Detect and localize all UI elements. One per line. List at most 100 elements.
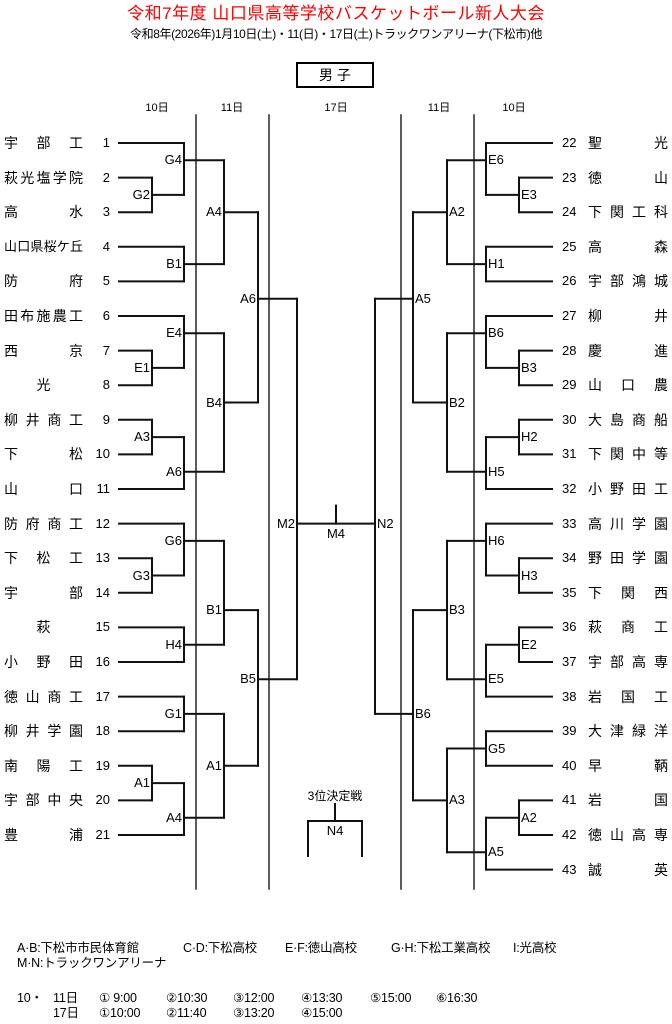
team-name-char: 光: [20, 169, 35, 186]
match-label: B6: [488, 325, 504, 341]
team-name-char: 塩: [36, 169, 51, 186]
team-name-char: 商: [47, 688, 62, 705]
team-name-char: 工: [69, 550, 83, 567]
team-name-char: 口: [17, 238, 31, 254]
schedule-time: ④13:30: [301, 991, 343, 1005]
schedule-time: ③12:00: [233, 991, 275, 1005]
team-name-char: 部: [69, 584, 83, 601]
team-name-char: 浦: [69, 827, 83, 843]
team-name: 徳山: [588, 169, 668, 187]
seed-number: 26: [562, 273, 577, 289]
team-name: 野田学園: [588, 549, 668, 567]
team-name-char: 農: [654, 377, 668, 394]
team-name: 柳井: [588, 307, 668, 325]
team-name-char: 国: [621, 688, 635, 705]
seed-number: 12: [95, 515, 110, 531]
team-name-char: 高: [588, 515, 602, 532]
team-name-char: 山: [25, 688, 40, 705]
team-name-char: 布: [20, 308, 35, 324]
match-label: G2: [132, 186, 150, 202]
match-label: A5: [488, 844, 504, 860]
match-label: E4: [166, 325, 182, 341]
match-label: H2: [521, 429, 538, 445]
team-name-char: 森: [654, 238, 668, 255]
team-name: 山口県桜ケ丘: [4, 238, 83, 256]
match-label: E2: [521, 636, 537, 652]
team-name: 高川学園: [588, 515, 668, 533]
match-label: A3: [134, 429, 150, 445]
team-name: 南陽工: [4, 757, 83, 775]
team-name-char: 鴻: [632, 273, 646, 290]
match-label: B1: [166, 256, 182, 272]
match-label: G1: [164, 705, 182, 721]
team-name: 豊浦: [4, 826, 83, 844]
team-name-char: 水: [69, 204, 83, 221]
match-label: G5: [488, 740, 506, 756]
team-name: 誠英: [588, 861, 668, 879]
team-name-char: 桜: [43, 238, 57, 254]
match-label: E6: [488, 152, 504, 168]
seed-number: 9: [102, 411, 110, 427]
seed-number: 21: [95, 827, 110, 842]
team-name-char: 徳: [588, 827, 602, 843]
team-name-char: 中: [632, 446, 646, 463]
team-name-char: 工: [654, 619, 668, 636]
team-name-char: 下: [588, 446, 602, 463]
match-label: H1: [488, 256, 505, 272]
team-name-char: 小: [588, 481, 602, 497]
team-name-char: 山: [4, 238, 18, 254]
team-name-char: 部: [36, 135, 51, 151]
team-name-char: 工: [632, 204, 646, 221]
seed-number: 19: [95, 757, 110, 773]
team-name-char: 京: [69, 342, 83, 359]
team-name-char: 田: [4, 308, 18, 324]
match-label: A6: [240, 290, 256, 306]
team-name-char: 陽: [36, 757, 51, 774]
team-name: 萩: [4, 618, 83, 636]
seed-number: 25: [562, 238, 577, 254]
team-name-char: 早: [588, 757, 602, 774]
team-name-char: 学: [52, 169, 67, 186]
team-name-char: 宇: [4, 584, 18, 601]
team-name-char: 園: [68, 723, 83, 740]
team-name-char: 宇: [588, 654, 602, 670]
team-name: 大津緑洋: [588, 722, 668, 740]
team-name: 下松工: [4, 549, 83, 567]
column-header-day: 17日: [324, 102, 348, 114]
team-name: 高水: [4, 203, 83, 221]
team-name-char: 学: [632, 550, 646, 567]
schedule-time: ②10:30: [166, 991, 208, 1005]
schedule-time: ②11:40: [166, 1006, 207, 1020]
team-name-char: 商: [47, 515, 62, 532]
schedule-time: ①10:00: [99, 1006, 141, 1020]
match-label: E3: [521, 186, 537, 202]
team-name: 早鞆: [588, 757, 668, 775]
column-header-day: 10日: [145, 102, 169, 114]
team-name-char: 口: [69, 481, 83, 497]
team-name-char: 西: [654, 584, 668, 601]
seed-number: 7: [102, 342, 110, 358]
column-header-day: 10日: [502, 102, 526, 114]
seed-number: 39: [562, 723, 577, 739]
team-name-char: 宇: [588, 273, 602, 290]
team-name-char: 府: [25, 515, 40, 532]
team-name-char: 小: [4, 654, 18, 670]
match-label: H3: [521, 567, 538, 583]
column-header-day: 11日: [220, 102, 244, 114]
match-label: B5: [240, 671, 256, 687]
division-box: 男 子: [296, 62, 374, 88]
team-name-char: 豊: [4, 827, 18, 843]
team-name-char: 下: [588, 584, 602, 601]
team-name-char: 進: [654, 342, 668, 359]
team-name-char: 中: [47, 792, 62, 809]
seed-number: 34: [562, 550, 577, 566]
team-name-char: 鞆: [654, 757, 668, 774]
seed-number: 5: [102, 273, 110, 289]
schedule-time: ① 9:00: [99, 991, 137, 1005]
team-name-char: 専: [654, 654, 668, 670]
seed-number: 11: [96, 481, 111, 496]
team-name-char: 柳: [4, 723, 18, 740]
team-name: 宇部高専: [588, 653, 668, 671]
match-label: A5: [415, 290, 431, 306]
